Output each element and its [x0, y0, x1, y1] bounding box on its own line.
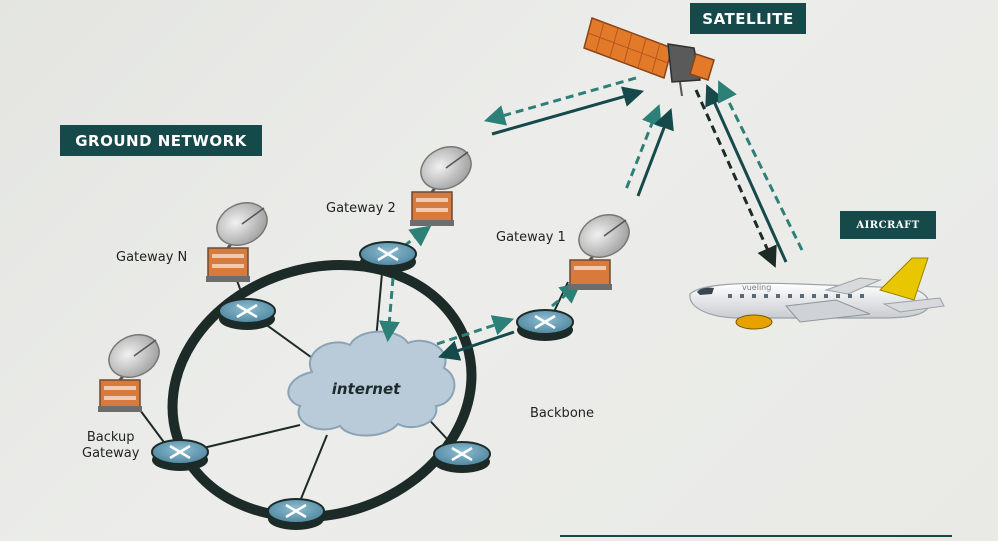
internet-cloud: internet [287, 330, 456, 437]
satellite-links [483, 76, 804, 268]
internet-label: internet [332, 380, 401, 398]
label-backup-line1: Backup [86, 430, 135, 445]
dish-gateway-n [206, 202, 268, 282]
label-backbone: Backbone [530, 406, 595, 421]
router-backup-gateway [151, 439, 209, 471]
dish-backup-gateway [98, 334, 160, 412]
label-gateway-2: Gateway 2 [326, 201, 396, 216]
router-backbone-south [267, 498, 325, 530]
router-gateway-1 [516, 309, 574, 341]
aircraft-livery: vueling [742, 283, 771, 292]
router-gateway-2 [359, 241, 417, 273]
label-gateway-n: Gateway N [116, 250, 188, 265]
router-backbone-east [433, 441, 491, 473]
title-satellite: SATELLITE [690, 3, 806, 34]
backbone-ring [167, 259, 477, 523]
satellite-icon [583, 17, 715, 97]
dish-gateway-1 [568, 214, 630, 290]
label-backup-line2: Gateway [82, 446, 140, 461]
label-gateway-1: Gateway 1 [496, 230, 566, 245]
label-backup-gateway: Backup Gateway [82, 430, 139, 462]
aircraft-icon: vueling [689, 257, 945, 330]
title-ground-network: GROUND NETWORK [60, 125, 262, 156]
router-gateway-n [218, 298, 276, 330]
dish-gateway-2 [410, 146, 472, 226]
title-aircraft: AIRCRAFT [840, 211, 936, 239]
